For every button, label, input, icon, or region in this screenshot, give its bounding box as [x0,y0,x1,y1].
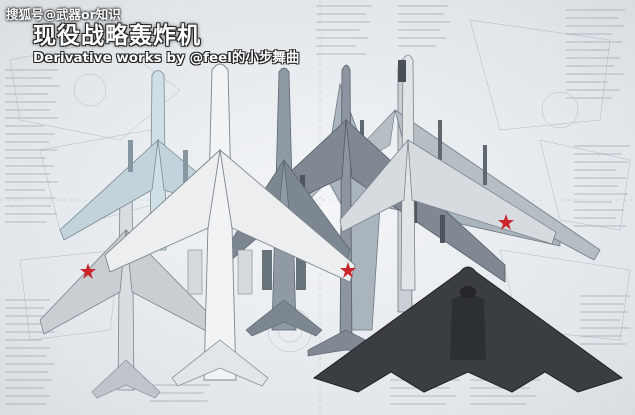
poster-title: 现役战略轰炸机 [33,23,201,49]
tu-160-plane-icon [104,63,356,387]
poster-subtitle: Derivative works by @feel的小步舞曲 [33,50,300,66]
h-6-plane-icon [339,54,557,291]
watermark: 搜狐号@武器or知识 [6,7,121,22]
tu-22m3-plane-icon [39,181,216,399]
b-2-plane-icon [312,266,624,393]
